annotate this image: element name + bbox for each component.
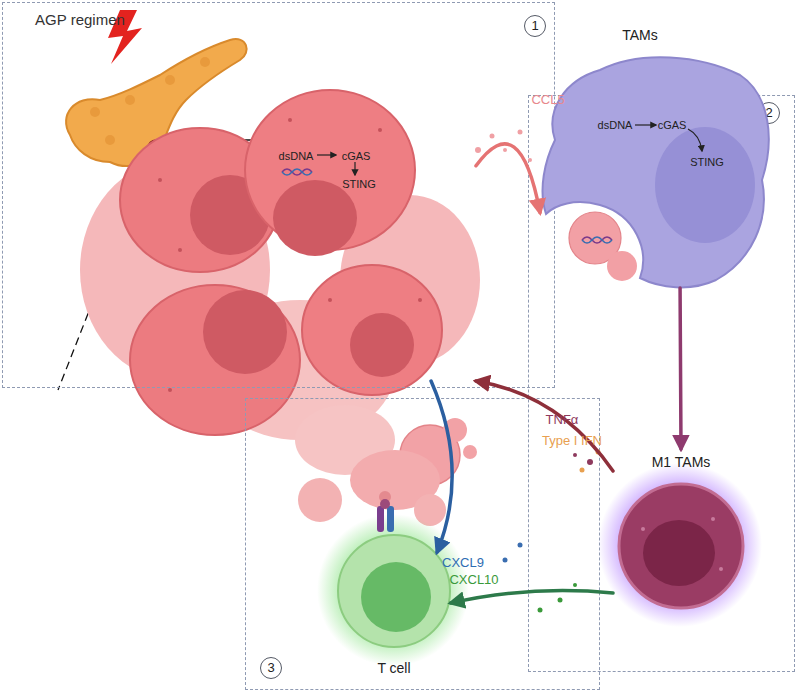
activation-glow <box>317 514 469 666</box>
node-label: M1 TAMs <box>652 455 711 470</box>
node-label: TAMs <box>622 28 658 43</box>
cytokine-label: Type I IFN <box>542 434 602 448</box>
treatment-label: AGP regimen <box>35 12 125 29</box>
pathway-arrow <box>635 124 656 125</box>
dna-strand <box>282 169 312 175</box>
cytokine-dots <box>475 130 601 613</box>
cytokine-label: CXCL10 <box>449 573 498 587</box>
activation-glow <box>598 463 762 627</box>
dna-strand <box>582 237 612 243</box>
tcr-receptor <box>377 499 394 532</box>
t-cell: T cell <box>336 533 452 649</box>
panel-box: 1 dsDNA cGAS STING <box>2 2 555 388</box>
pathway-arrow <box>317 154 336 155</box>
m1-macrophage-cell: M1 TAMs <box>613 449 749 611</box>
tumor-cells <box>80 90 480 485</box>
node-label: T cell <box>377 661 410 676</box>
node-label: dsDNA <box>598 119 633 131</box>
cell-debris <box>295 405 446 526</box>
signal-arrow <box>431 381 452 552</box>
callout-number: 2 <box>758 102 780 124</box>
panel-box: 3 T cell <box>245 398 600 690</box>
callout-number: 3 <box>260 657 282 679</box>
signal-arrow <box>451 591 613 604</box>
node-label: STING <box>690 156 724 168</box>
signal-arrow <box>476 144 540 213</box>
callout-number: 1 <box>524 15 546 37</box>
signal-arrow <box>476 381 613 471</box>
node-label: cGAS <box>342 150 371 162</box>
cytokine-label: TNFα <box>546 413 579 427</box>
m1-macrophage-cell-shape <box>613 449 749 611</box>
pathway-arrow <box>354 162 355 175</box>
panel-box: 2 M1 TAMs <box>528 95 795 672</box>
node-label: STING <box>342 178 376 190</box>
tumor-cluster: dsDNA cGAS STING <box>116 81 476 381</box>
cytokine-label: CXCL9 <box>442 556 484 570</box>
lightning-bolt <box>108 10 142 64</box>
t-cell-shape <box>336 533 452 649</box>
pathway-arrow <box>688 129 702 151</box>
dna-strand <box>582 237 612 243</box>
cytokine-label: CCL5 <box>531 93 564 107</box>
macrophage-cell: TAMsdsDNAcGASSTING <box>540 58 770 288</box>
dna-strand <box>282 169 312 175</box>
signal-arrow <box>678 288 682 449</box>
macrophage-cell-shape <box>540 58 770 288</box>
node-label: dsDNA <box>279 150 314 162</box>
node-label: cGAS <box>658 119 687 131</box>
